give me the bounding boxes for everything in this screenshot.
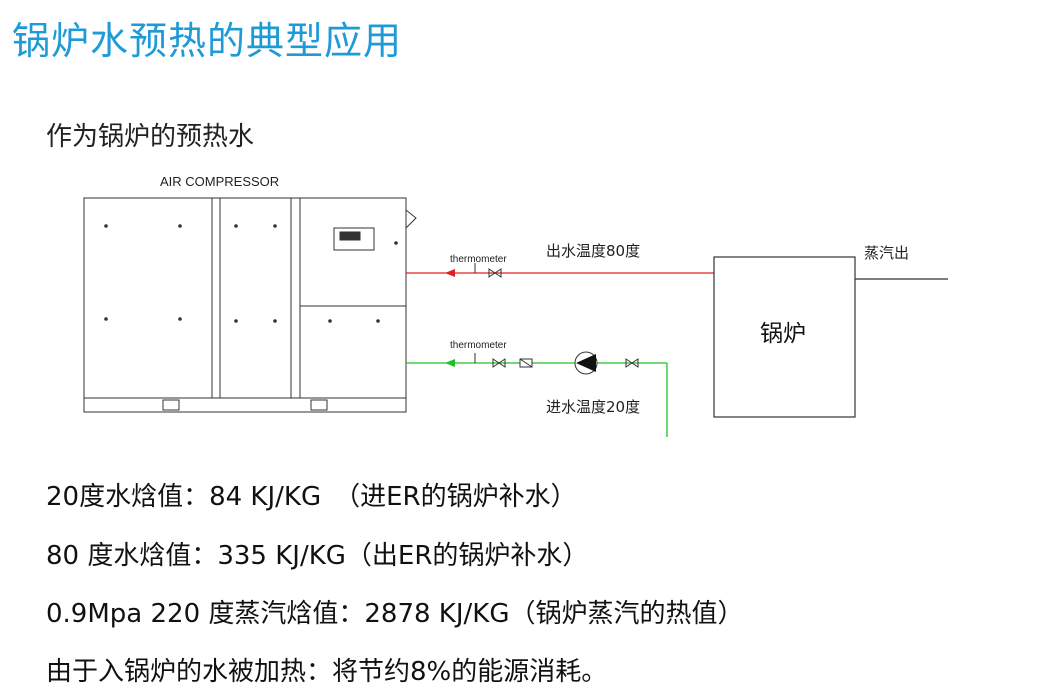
inlet-temp-label: 进水温度20度	[546, 398, 640, 416]
air-compressor	[83, 197, 417, 413]
note-line-3: 0.9Mpa 220 度蒸汽焓值：2878 KJ/KG（锅炉蒸汽的热值）	[46, 599, 744, 629]
steam-out-label: 蒸汽出	[864, 244, 909, 262]
hot-water-pipe	[406, 263, 714, 278]
thermometer-bottom-label: thermometer	[450, 340, 507, 351]
page-title: 锅炉水预热的典型应用	[12, 19, 403, 63]
outlet-temp-label: 出水温度80度	[546, 242, 640, 260]
compressor-base	[83, 397, 407, 413]
note-line-1: 20度水焓值：84 KJ/KG （进ER的锅炉补水）	[46, 482, 577, 512]
compressor-label: AIR COMPRESSOR	[160, 174, 279, 189]
page-subtitle: 作为锅炉的预热水	[46, 122, 255, 152]
note-line-4: 由于入锅炉的水被加热：将节约8%的能源消耗。	[46, 657, 608, 687]
hot-flow-arrow-icon	[445, 269, 455, 277]
cold-water-pipe	[406, 351, 668, 437]
compressor-foot-left	[162, 399, 180, 411]
inlet-valve-icon	[492, 358, 506, 368]
note-line-2: 80 度水焓值：335 KJ/KG（出ER的锅炉补水）	[46, 541, 589, 571]
boiler-label: 锅炉	[760, 321, 806, 347]
pump-valve-icon	[625, 358, 639, 368]
control-panel-icon	[333, 227, 375, 251]
cold-flow-arrow-icon	[445, 359, 455, 367]
compressor-vent	[405, 209, 417, 229]
outlet-valve-icon	[488, 268, 502, 278]
boiler-box	[713, 256, 856, 418]
thermometer-top-label: thermometer	[450, 254, 507, 265]
compressor-foot-right	[310, 399, 328, 411]
